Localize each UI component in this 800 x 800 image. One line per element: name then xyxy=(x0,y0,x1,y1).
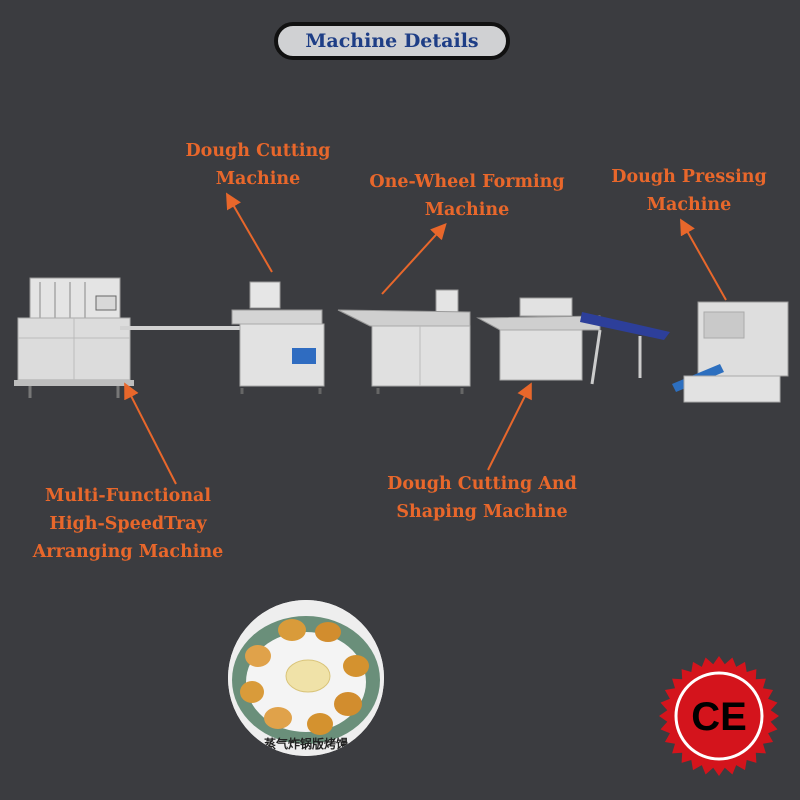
photo-caption: 蒸气炸锅版烤馒 xyxy=(263,737,348,751)
ce-mark-text: CE xyxy=(691,695,747,739)
ce-mark-icon: CE xyxy=(659,656,779,776)
arrow-one-wheel xyxy=(381,223,447,295)
one-wheel-forming-machine xyxy=(337,289,471,394)
cutting-shaping-machine xyxy=(476,297,670,385)
page-title-text: Machine Details xyxy=(305,30,479,52)
tray-arranging-machine xyxy=(14,277,134,398)
dough-cutting-machine xyxy=(231,281,325,394)
label-dough-cutting-machine: Dough Cutting Machine xyxy=(185,141,331,189)
label-cutting-shaping-machine: Dough Cutting And Shaping Machine xyxy=(387,474,577,522)
fried-buns-image xyxy=(228,600,384,756)
product-photo: 蒸气炸锅版烤馒 xyxy=(228,600,384,756)
arrow-dough-cutting xyxy=(225,192,273,273)
page-title: Machine Details xyxy=(274,22,510,60)
label-tray-arranging-machine: Multi-Functional High-SpeedTray Arrangin… xyxy=(32,486,224,562)
label-one-wheel-forming-machine: One-Wheel Forming Machine xyxy=(369,172,565,220)
ce-certification-badge: CE xyxy=(658,655,780,777)
conveyor-belt xyxy=(120,326,240,330)
arrow-dough-pressing xyxy=(680,218,727,301)
arrow-tray-arranging xyxy=(124,382,177,485)
dough-pressing-machine xyxy=(672,301,789,403)
arrow-cutting-shaping xyxy=(487,382,532,471)
label-dough-pressing-machine: Dough Pressing Machine xyxy=(611,167,767,215)
